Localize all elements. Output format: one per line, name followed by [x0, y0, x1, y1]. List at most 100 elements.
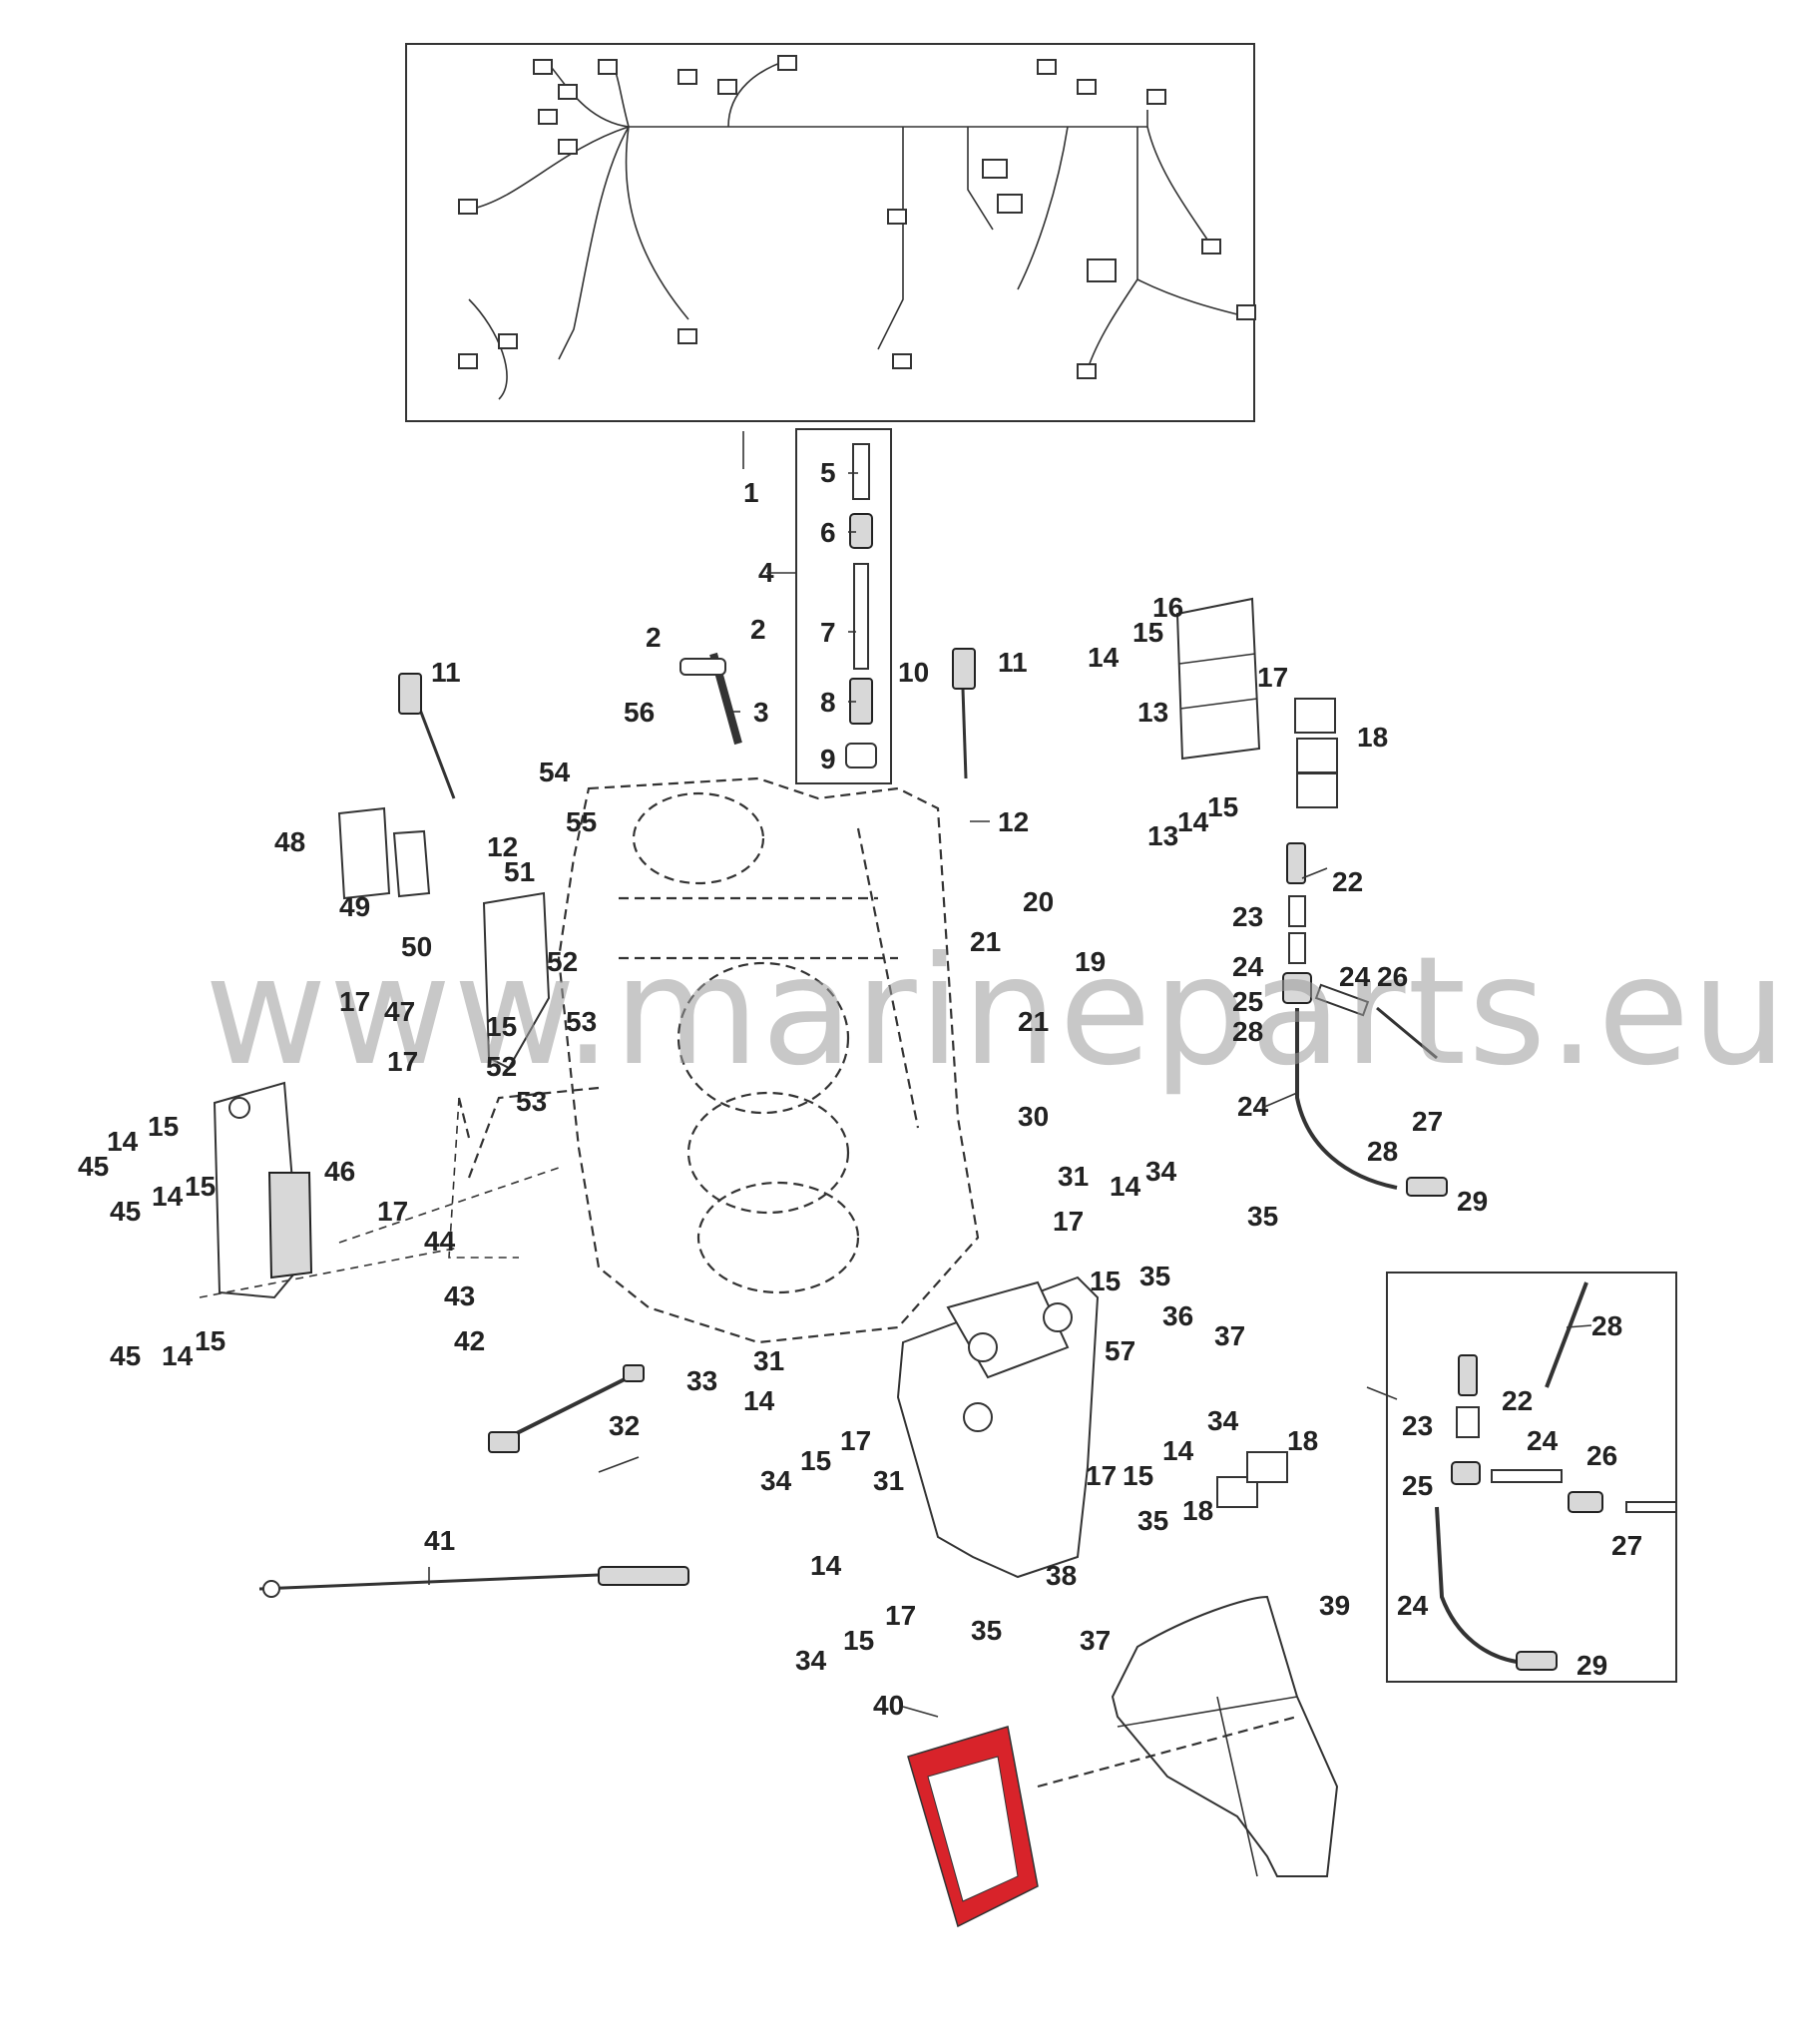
callout-22: 22	[1502, 1385, 1533, 1416]
callout-38: 38	[1046, 1560, 1077, 1591]
callout-41: 41	[424, 1525, 455, 1556]
callout-42: 42	[454, 1325, 485, 1356]
harness-frame	[405, 43, 1255, 422]
callout-13: 13	[1137, 697, 1168, 728]
callout-15: 15	[185, 1171, 216, 1202]
callout-2: 2	[750, 614, 766, 645]
callout-21: 21	[970, 926, 1001, 957]
callout-43: 43	[444, 1280, 475, 1311]
callout-13: 13	[1147, 820, 1178, 851]
callout-17: 17	[339, 986, 370, 1017]
callout-33: 33	[686, 1365, 717, 1396]
callout-24: 24	[1237, 1091, 1269, 1122]
callout-10: 10	[898, 657, 929, 688]
callout-18: 18	[1357, 722, 1388, 753]
callout-14: 14	[1162, 1435, 1194, 1466]
sensor-lead-41	[258, 1566, 689, 1598]
callout-17: 17	[1086, 1460, 1117, 1491]
callout-15: 15	[843, 1625, 874, 1656]
callout-3: 3	[753, 697, 769, 728]
callout-14: 14	[152, 1181, 184, 1212]
callout-56: 56	[624, 697, 655, 728]
callout-46: 46	[324, 1156, 355, 1187]
callout-24: 24	[1527, 1425, 1559, 1456]
callout-15: 15	[148, 1111, 179, 1142]
callout-28: 28	[1367, 1136, 1398, 1167]
callout-24: 24	[1339, 961, 1371, 992]
callout-34: 34	[1145, 1156, 1177, 1187]
callout-15: 15	[1132, 617, 1163, 648]
front-housing-38	[896, 1276, 1100, 1579]
callout-29: 29	[1577, 1650, 1607, 1681]
sensor-32	[488, 1364, 645, 1453]
callout-45: 45	[78, 1151, 109, 1182]
callout-31: 31	[873, 1465, 904, 1496]
callout-15: 15	[195, 1325, 226, 1356]
callout-15: 15	[1090, 1266, 1121, 1296]
callout-11: 11	[998, 647, 1028, 678]
callout-55: 55	[566, 806, 597, 837]
callout-28: 28	[1591, 1310, 1622, 1341]
callout-8: 8	[820, 687, 836, 718]
callout-17: 17	[377, 1196, 408, 1227]
callout-48: 48	[274, 826, 305, 857]
callout-52: 52	[547, 946, 578, 977]
bracket-51	[482, 891, 551, 1070]
callout-47: 47	[384, 996, 415, 1027]
detail-inset-frame	[1386, 1272, 1677, 1683]
callout-23: 23	[1402, 1410, 1433, 1441]
callout-5: 5	[820, 457, 836, 488]
callout-15: 15	[1207, 791, 1238, 822]
callout-25: 25	[1232, 986, 1263, 1017]
callout-37: 37	[1214, 1320, 1245, 1351]
callout-30: 30	[1018, 1101, 1049, 1132]
callout-36: 36	[1162, 1300, 1193, 1331]
callout-18: 18	[1182, 1495, 1213, 1526]
callout-27: 27	[1412, 1106, 1443, 1137]
callout-9: 9	[820, 744, 836, 774]
callout-14: 14	[743, 1385, 775, 1416]
callout-23: 23	[1232, 901, 1263, 932]
callout-17: 17	[1053, 1206, 1084, 1237]
callout-1: 1	[743, 477, 759, 508]
gasket-49	[392, 829, 431, 898]
decal-40	[907, 1715, 1298, 1928]
callout-45: 45	[110, 1340, 141, 1371]
cover-48	[337, 806, 391, 900]
callout-29: 29	[1457, 1186, 1488, 1217]
callout-50: 50	[401, 931, 432, 962]
callout-15: 15	[1123, 1460, 1153, 1491]
callout-35: 35	[971, 1615, 1002, 1646]
part-5-probe	[852, 443, 870, 500]
callout-34: 34	[760, 1465, 792, 1496]
ecm-module	[213, 1081, 313, 1299]
assembly-guide-lines	[199, 1097, 560, 1298]
callout-18: 18	[1287, 1425, 1318, 1456]
callout-7: 7	[820, 617, 836, 648]
part-7-tube	[853, 563, 869, 670]
wiring-harness	[458, 55, 1256, 400]
callout-14: 14	[107, 1126, 139, 1157]
sensor-kit-frame	[795, 428, 892, 784]
callout-labels: 1 2 2 3 4 5 6 7 8 9 10 11 11 12 12 13 13…	[78, 457, 1642, 1721]
part-6-fitting	[849, 513, 873, 549]
callout-12: 12	[998, 806, 1029, 837]
callout-19: 19	[1075, 946, 1106, 977]
callout-26: 26	[1586, 1440, 1617, 1471]
part-9-cap	[845, 743, 877, 768]
callout-14: 14	[162, 1340, 194, 1371]
callout-14: 14	[1177, 806, 1209, 837]
callout-44: 44	[424, 1226, 456, 1257]
harness-connectors	[458, 55, 1256, 379]
relays-18-right	[1294, 698, 1338, 808]
detail-inset-lower-right	[1386, 1272, 1677, 1683]
sensor-kit-inset	[795, 428, 892, 784]
callout-2: 2	[646, 622, 662, 653]
callout-35: 35	[1247, 1201, 1278, 1232]
callout-12: 12	[487, 831, 518, 862]
callout-45: 45	[110, 1196, 141, 1227]
callout-34: 34	[1207, 1405, 1239, 1436]
callout-17: 17	[387, 1046, 418, 1077]
callout-14: 14	[1088, 642, 1120, 673]
callout-40: 40	[873, 1690, 904, 1721]
